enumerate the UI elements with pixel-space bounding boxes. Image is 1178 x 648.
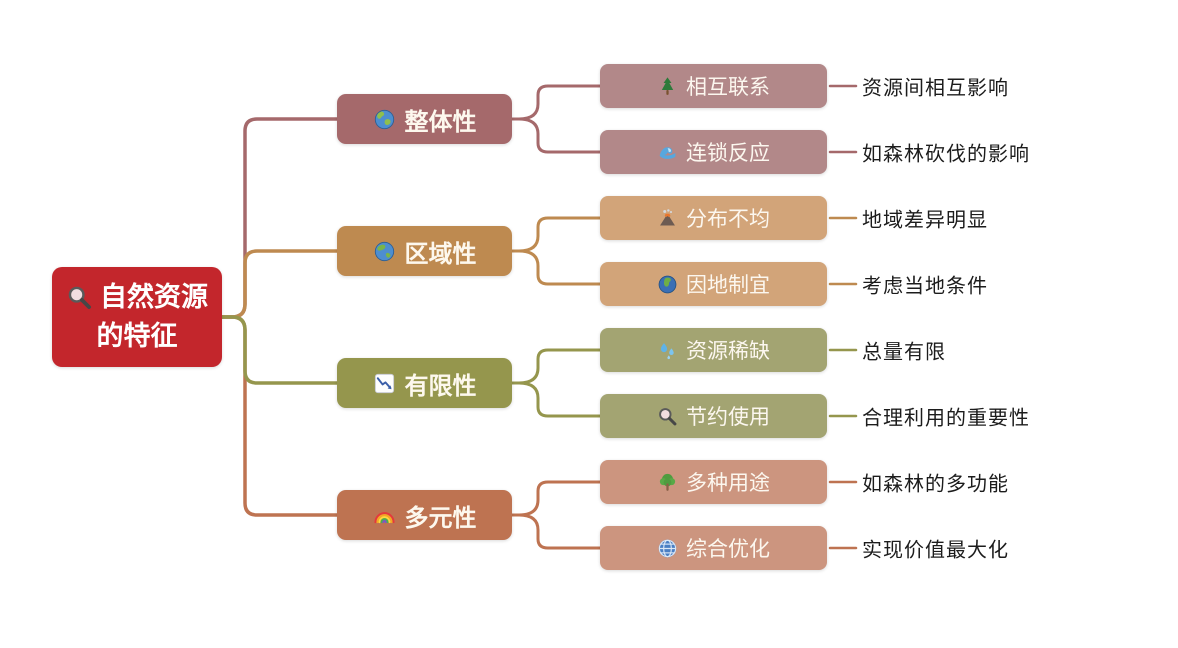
child-label: 相互联系	[686, 75, 770, 99]
volcano-icon	[657, 208, 678, 229]
leaf-note-1-1[interactable]: 资源间相互影响	[862, 75, 1009, 100]
child-node-4-1[interactable]: 多种用途	[600, 460, 827, 504]
child-node-3-1[interactable]: 资源稀缺	[600, 328, 827, 372]
globe-africa-icon	[657, 274, 678, 295]
branch-node-4[interactable]: 多元性	[337, 490, 512, 540]
leaf-note-2-2[interactable]: 考虑当地条件	[862, 273, 988, 298]
magnifier-icon	[66, 284, 93, 311]
child-label: 资源稀缺	[686, 339, 770, 363]
branch-node-2[interactable]: 区域性	[337, 226, 512, 276]
leaf-note-3-2[interactable]: 合理利用的重要性	[862, 405, 1030, 430]
branch-label: 多元性	[404, 502, 477, 532]
magnifier-icon	[657, 406, 678, 427]
chart-decreasing-icon	[373, 372, 396, 395]
root-title-line2: 的特征	[96, 321, 178, 352]
child-node-1-1[interactable]: 相互联系	[600, 64, 827, 108]
globe-asia-icon	[373, 240, 396, 263]
child-label: 连锁反应	[686, 141, 770, 165]
child-node-4-2[interactable]: 综合优化	[600, 526, 827, 570]
child-label: 多种用途	[686, 471, 770, 495]
root-title-line1: 自然资源	[100, 281, 208, 313]
child-label: 分布不均	[686, 207, 770, 231]
child-label: 因地制宜	[686, 273, 770, 297]
child-node-1-2[interactable]: 连锁反应	[600, 130, 827, 174]
sweat-droplets-icon	[657, 340, 678, 361]
leaf-note-1-2[interactable]: 如森林砍伐的影响	[862, 141, 1030, 166]
child-node-2-2[interactable]: 因地制宜	[600, 262, 827, 306]
child-node-3-2[interactable]: 节约使用	[600, 394, 827, 438]
globe-meridians-icon	[657, 538, 678, 559]
child-node-2-1[interactable]: 分布不均	[600, 196, 827, 240]
evergreen-tree-icon	[657, 76, 678, 97]
leaf-note-2-1[interactable]: 地域差异明显	[862, 207, 988, 232]
rainbow-icon	[373, 504, 396, 527]
branch-node-1[interactable]: 整体性	[337, 94, 512, 144]
child-label: 节约使用	[686, 405, 770, 429]
branch-label: 区域性	[404, 238, 477, 268]
leaf-note-3-1[interactable]: 总量有限	[862, 339, 946, 364]
globe-europe-africa-icon	[373, 108, 396, 131]
leaf-note-4-2[interactable]: 实现价值最大化	[862, 537, 1009, 562]
child-label: 综合优化	[686, 537, 770, 561]
branch-node-3[interactable]: 有限性	[337, 358, 512, 408]
root-node[interactable]: 自然资源 的特征	[52, 267, 222, 367]
water-wave-icon	[657, 142, 678, 163]
branch-label: 整体性	[404, 106, 477, 136]
branch-label: 有限性	[404, 370, 477, 400]
leaf-note-4-1[interactable]: 如森林的多功能	[862, 471, 1009, 496]
deciduous-tree-icon	[657, 472, 678, 493]
